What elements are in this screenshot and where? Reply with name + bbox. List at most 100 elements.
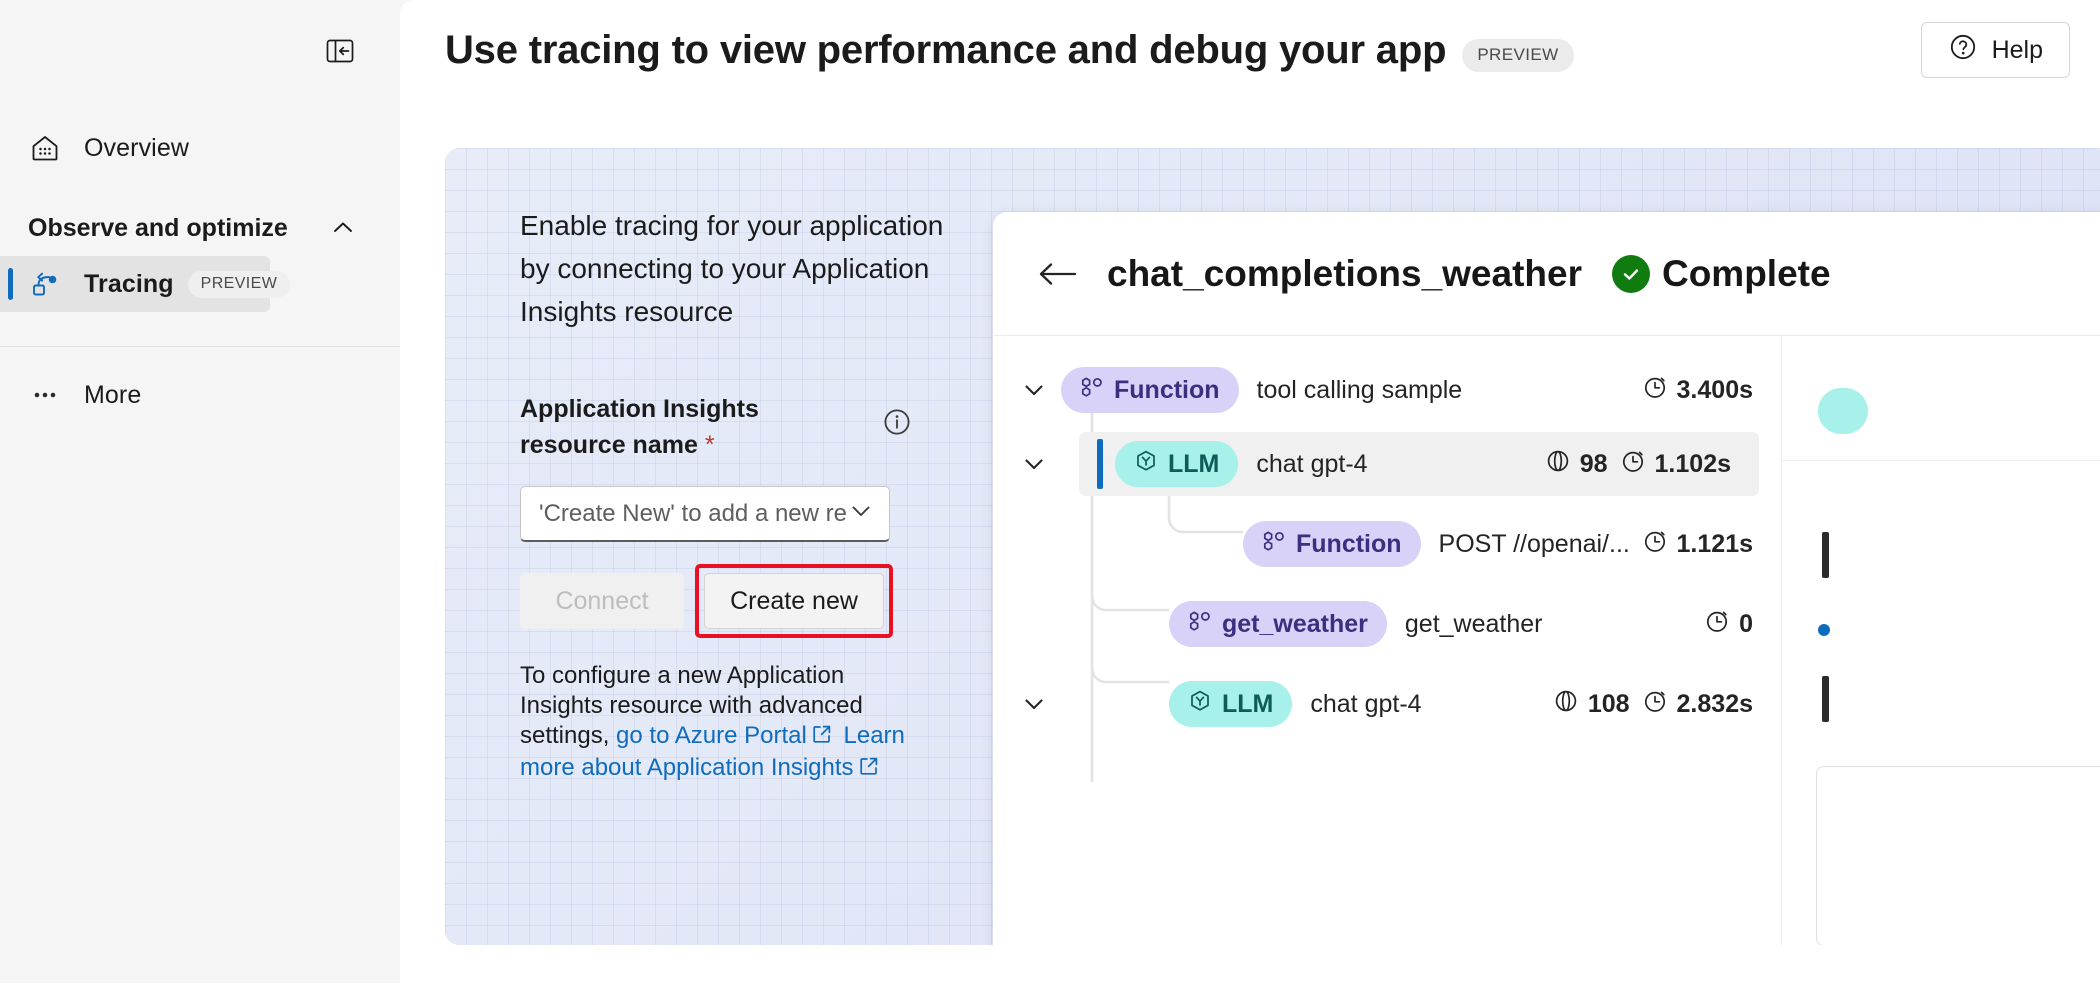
trace-row[interactable]: LLM chat gpt-4 108 2.832s <box>993 672 1781 736</box>
app-insights-resource-dropdown[interactable]: 'Create New' to add a new resou <box>520 486 890 542</box>
llm-hexagon-icon <box>1134 449 1158 480</box>
learn-more-app-insights-link[interactable]: Learn more about Application Insights <box>520 722 905 781</box>
sidebar-item-label: More <box>84 380 142 409</box>
trace-title: chat_completions_weather <box>1107 252 1582 294</box>
sidebar-item-overview[interactable]: Overview <box>0 120 358 176</box>
function-nodes-icon <box>1262 529 1286 560</box>
duration-value: 3.400s <box>1676 375 1753 404</box>
panel-collapse-icon[interactable] <box>323 34 357 68</box>
span-metrics: 1.121s <box>1642 528 1781 561</box>
tracing-icon <box>28 267 62 301</box>
duration-metric: 1.102s <box>1620 448 1731 481</box>
detail-bar <box>1822 676 1829 722</box>
active-indicator <box>8 268 13 300</box>
clock-icon <box>1620 448 1646 481</box>
detail-type-chip <box>1818 388 1868 434</box>
span-metrics: 98 1.102s <box>1545 448 1759 481</box>
sidebar-collapse-row <box>0 0 400 102</box>
span-name: get_weather <box>1404 609 1543 638</box>
token-icon <box>1553 688 1579 721</box>
duration-value: 1.121s <box>1676 529 1753 558</box>
trace-detail-pane <box>1782 336 2100 945</box>
ellipsis-icon <box>28 378 62 412</box>
page-header: Use tracing to view performance and debu… <box>400 0 2100 100</box>
span-name: POST //openai/... <box>1438 529 1630 558</box>
span-type-label: get_weather <box>1222 609 1368 638</box>
field-label-row: Application Insights resource name * <box>520 333 950 463</box>
connect-button[interactable]: Connect <box>520 573 684 629</box>
token-metric: 108 <box>1553 688 1630 721</box>
clock-icon <box>1642 374 1668 407</box>
back-arrow-icon[interactable] <box>1035 252 1079 296</box>
help-button-label: Help <box>1991 35 2043 64</box>
page-preview-badge: PREVIEW <box>1462 38 1574 72</box>
chevron-down-icon <box>847 497 875 530</box>
go-to-azure-portal-link[interactable]: go to Azure Portal <box>616 722 807 749</box>
page-title: Use tracing to view performance and debu… <box>445 27 1447 72</box>
chevron-down-icon[interactable] <box>1007 451 1061 477</box>
help-button[interactable]: Help <box>1920 22 2070 78</box>
clock-icon <box>1642 688 1668 721</box>
main-content: Use tracing to view performance and debu… <box>400 0 2100 983</box>
detail-dot <box>1818 624 1830 636</box>
span-metrics: 108 2.832s <box>1553 688 1781 721</box>
span-type-pill: LLM <box>1115 441 1239 487</box>
duration-metric: 2.832s <box>1642 688 1753 721</box>
span-metrics: 3.400s <box>1642 374 1781 407</box>
span-metrics: 0 <box>1704 608 1781 641</box>
span-type-pill: get_weather <box>1169 601 1387 647</box>
trace-detail-panel: chat_completions_weather Complete <box>993 212 2100 945</box>
sidebar-preview-badge: PREVIEW <box>187 270 291 298</box>
span-type-label: Function <box>1296 529 1402 558</box>
token-value: 108 <box>1587 689 1630 718</box>
sidebar-item-label: Overview <box>84 133 189 162</box>
sidebar-section-observe-and-optimize[interactable]: Observe and optimize <box>0 200 400 256</box>
trace-panel-header: chat_completions_weather Complete <box>993 212 2100 336</box>
row-selection-indicator <box>1097 439 1103 489</box>
function-nodes-icon <box>1080 375 1104 406</box>
duration-value: 0 <box>1739 609 1753 638</box>
chevron-down-icon[interactable] <box>1007 377 1061 403</box>
span-type-pill: Function <box>1243 521 1421 567</box>
duration-value: 1.102s <box>1654 449 1731 478</box>
trace-row[interactable]: Function tool calling sample 3.400s <box>993 358 1781 422</box>
token-metric: 98 <box>1545 448 1608 481</box>
external-link-icon <box>858 755 880 785</box>
span-name: tool calling sample <box>1256 375 1463 404</box>
check-circle-icon <box>1611 254 1650 293</box>
span-name: chat gpt-4 <box>1310 689 1422 718</box>
trace-row[interactable]: LLM chat gpt-4 98 1.102s <box>1025 432 1759 496</box>
token-value: 98 <box>1579 449 1608 478</box>
tracing-setup-card: Enable tracing for your application by c… <box>445 148 2100 945</box>
action-button-row: Connect Create new <box>520 564 950 638</box>
configure-help-lead: To configure a new Application Insights … <box>520 662 863 749</box>
home-icon <box>28 131 62 165</box>
app-insights-name-label-text: Application Insights resource name <box>520 395 759 459</box>
info-circle-icon[interactable] <box>880 405 914 439</box>
enable-tracing-heading: Enable tracing for your application by c… <box>520 210 944 327</box>
sidebar-item-tracing[interactable]: Tracing PREVIEW <box>0 256 291 312</box>
duration-metric: 3.400s <box>1642 374 1753 407</box>
enable-tracing-pane: Enable tracing for your application by c… <box>520 204 950 785</box>
sidebar-item-more[interactable]: More <box>0 367 358 423</box>
status-badge: Complete <box>1611 252 1831 295</box>
chevron-up-icon <box>328 213 358 243</box>
function-nodes-icon <box>1188 609 1212 640</box>
trace-row[interactable]: get_weather get_weather 0 <box>993 592 1781 656</box>
create-new-highlight: Create new <box>695 564 893 638</box>
status-badge-label: Complete <box>1661 252 1831 294</box>
llm-hexagon-icon <box>1188 689 1212 720</box>
chevron-down-icon[interactable] <box>1007 691 1061 717</box>
duration-metric: 0 <box>1704 608 1753 641</box>
create-new-button[interactable]: Create new <box>704 573 884 629</box>
span-type-label: LLM <box>1222 689 1274 718</box>
detail-bar <box>1822 532 1829 578</box>
trace-row[interactable]: Function POST //openai/... 1.121s <box>993 512 1781 576</box>
span-name: chat gpt-4 <box>1256 449 1368 478</box>
span-type-pill: Function <box>1061 367 1239 413</box>
required-asterisk: * <box>704 431 715 459</box>
app-insights-resource-dropdown-value: 'Create New' to add a new resou <box>539 499 847 527</box>
configure-help-text: To configure a new Application Insights … <box>520 661 920 785</box>
question-circle-icon <box>1948 32 1978 69</box>
